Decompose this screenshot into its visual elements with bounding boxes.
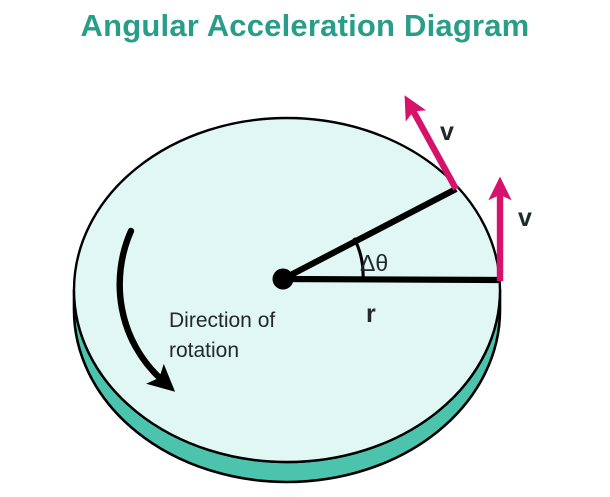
label-direction-of-rotation-line1: Direction of — [169, 309, 275, 332]
label-direction-of-rotation-line2: rotation — [169, 339, 239, 362]
rotation-arrow-icon — [116, 227, 176, 392]
label-radius: r — [366, 300, 376, 328]
disk-top-face — [72, 116, 502, 464]
label-velocity-tangential: v — [440, 118, 454, 146]
velocity-vector-tangential — [404, 95, 459, 191]
angle-arc-icon — [352, 237, 365, 280]
radius-line — [282, 275, 501, 284]
page-title: Angular Acceleration Diagram — [80, 8, 530, 43]
rotated-radius-line — [281, 186, 458, 282]
label-velocity-vertical: v — [518, 204, 532, 232]
pivot-dot-icon — [272, 268, 294, 290]
label-angle-delta-theta: Δθ — [360, 250, 388, 276]
